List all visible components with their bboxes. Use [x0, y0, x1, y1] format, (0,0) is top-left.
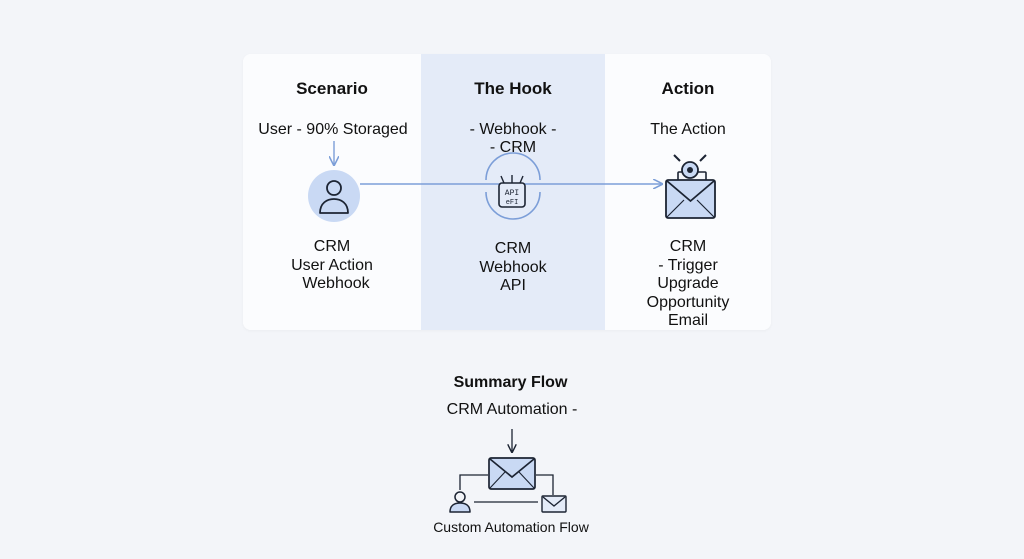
connector-line [459, 474, 488, 490]
hook-body-line: API [500, 277, 526, 294]
hook-heading: The Hook [474, 79, 552, 98]
hook-subtitle: - Webhook -- CRM [421, 121, 605, 157]
action-body-line: - Trigger [658, 256, 718, 274]
summary-diagram [449, 429, 567, 513]
api-label: API [505, 189, 519, 198]
summary-user-icon [449, 491, 471, 513]
action-body-line: Upgrade [657, 275, 719, 292]
summary-caption: Custom Automation Flow [433, 519, 589, 535]
efi-label: eFI [506, 199, 519, 207]
action-body-line: Opportunity [646, 293, 730, 311]
hook-subtitle-line: - CRM [489, 139, 537, 156]
hook-body-line: Webhook [479, 258, 547, 276]
scenario-heading: Scenario [296, 79, 368, 98]
action-subtitle: The Action [650, 121, 726, 138]
scenario-body-line: CRM [313, 238, 351, 255]
hook-body-line: CRM [494, 240, 532, 257]
summary-small-envelope-icon [541, 495, 567, 513]
connector-line [536, 474, 554, 495]
action-heading: Action [661, 79, 715, 98]
user-icon [308, 170, 360, 222]
summary-envelope-icon [488, 457, 536, 490]
hook-subtitle-line: - Webhook - [469, 121, 557, 138]
scenario-body-line: Webhook [302, 275, 370, 292]
scenario-body-line: User Action [291, 256, 373, 274]
envelope-gear-icon [665, 154, 716, 219]
summary-title: Summary Flow [453, 374, 568, 391]
action-body-line: Email [667, 312, 708, 329]
summary-subtitle: CRM Automation - [446, 401, 578, 418]
scenario-subtitle: User - 90% Storaged [258, 121, 408, 138]
api-chip-icon: API eFI [485, 152, 541, 220]
action-body-line: CRM [669, 238, 707, 255]
